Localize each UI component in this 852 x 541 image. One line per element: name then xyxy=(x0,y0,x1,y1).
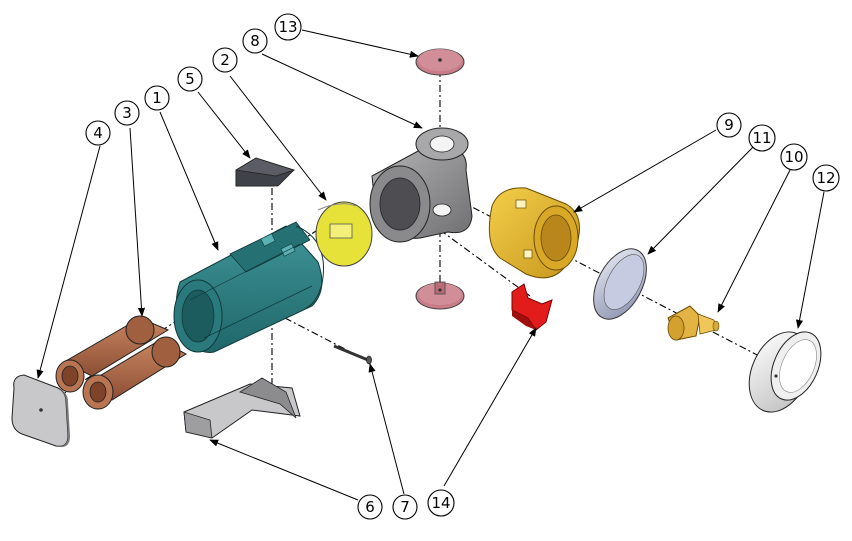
balloon-9: 9 xyxy=(716,112,742,138)
balloon-8: 8 xyxy=(242,28,268,54)
balloon-2: 2 xyxy=(212,47,238,73)
leader-14 xyxy=(443,327,537,487)
balloon-7-label: 7 xyxy=(400,498,410,516)
balloon-14: 14 xyxy=(427,489,455,517)
belt-clip xyxy=(183,377,301,439)
end-cap-plate xyxy=(11,374,70,448)
balloon-11: 11 xyxy=(748,124,776,152)
grey-body xyxy=(369,127,473,243)
front-ring xyxy=(748,331,822,413)
leader-9 xyxy=(573,129,717,213)
leader-3 xyxy=(129,127,146,317)
led-emitter xyxy=(667,305,720,341)
balloon-4: 4 xyxy=(85,120,111,146)
batteries xyxy=(55,315,187,410)
balloon-5: 5 xyxy=(177,66,203,92)
axis-main-line xyxy=(419,179,791,373)
reflector xyxy=(593,248,647,320)
balloon-13-label: 13 xyxy=(278,18,297,36)
screw xyxy=(333,344,372,365)
leader-4 xyxy=(36,145,101,379)
balloon-12: 12 xyxy=(812,164,840,192)
balloon-9-label: 9 xyxy=(724,116,734,134)
balloon-4-label: 4 xyxy=(93,124,103,142)
leader-6 xyxy=(209,439,359,501)
balloon-8-label: 8 xyxy=(250,32,260,50)
balloon-6: 6 xyxy=(357,494,383,520)
switch-cover xyxy=(235,157,296,187)
balloon-2-label: 2 xyxy=(220,51,230,69)
balloon-1: 1 xyxy=(144,85,170,111)
balloon-14-label: 14 xyxy=(431,494,450,512)
leader-8 xyxy=(261,53,423,129)
leader-13 xyxy=(301,29,419,58)
leader-2 xyxy=(229,75,327,201)
gold-bezel xyxy=(488,187,580,279)
leader-7 xyxy=(368,363,405,495)
balloon-3: 3 xyxy=(114,100,140,126)
leader-11 xyxy=(647,143,757,255)
balloons: 1 2 3 4 5 6 7 8 9 10 11 12 13 14 xyxy=(85,13,840,520)
teal-housing xyxy=(173,221,324,354)
balloon-10: 10 xyxy=(780,143,808,171)
leader-1 xyxy=(159,111,219,251)
leader-12 xyxy=(795,191,825,329)
balloon-10-label: 10 xyxy=(784,148,803,166)
yellow-disc xyxy=(315,201,373,267)
balloon-11-label: 11 xyxy=(752,129,771,147)
balloon-12-label: 12 xyxy=(816,169,835,187)
balloon-1-label: 1 xyxy=(152,89,162,107)
axis-red-clip xyxy=(439,229,531,297)
balloon-5-label: 5 xyxy=(185,70,195,88)
red-clip xyxy=(511,283,553,331)
leader-10 xyxy=(717,169,791,313)
leader-5 xyxy=(197,91,251,159)
pink-cap-top xyxy=(415,48,465,76)
balloon-6-label: 6 xyxy=(365,498,375,516)
balloon-13: 13 xyxy=(274,13,302,41)
balloon-7: 7 xyxy=(392,494,418,520)
pink-cap-bottom xyxy=(415,281,465,310)
leader-lines xyxy=(36,29,825,501)
balloon-3-label: 3 xyxy=(122,104,132,122)
